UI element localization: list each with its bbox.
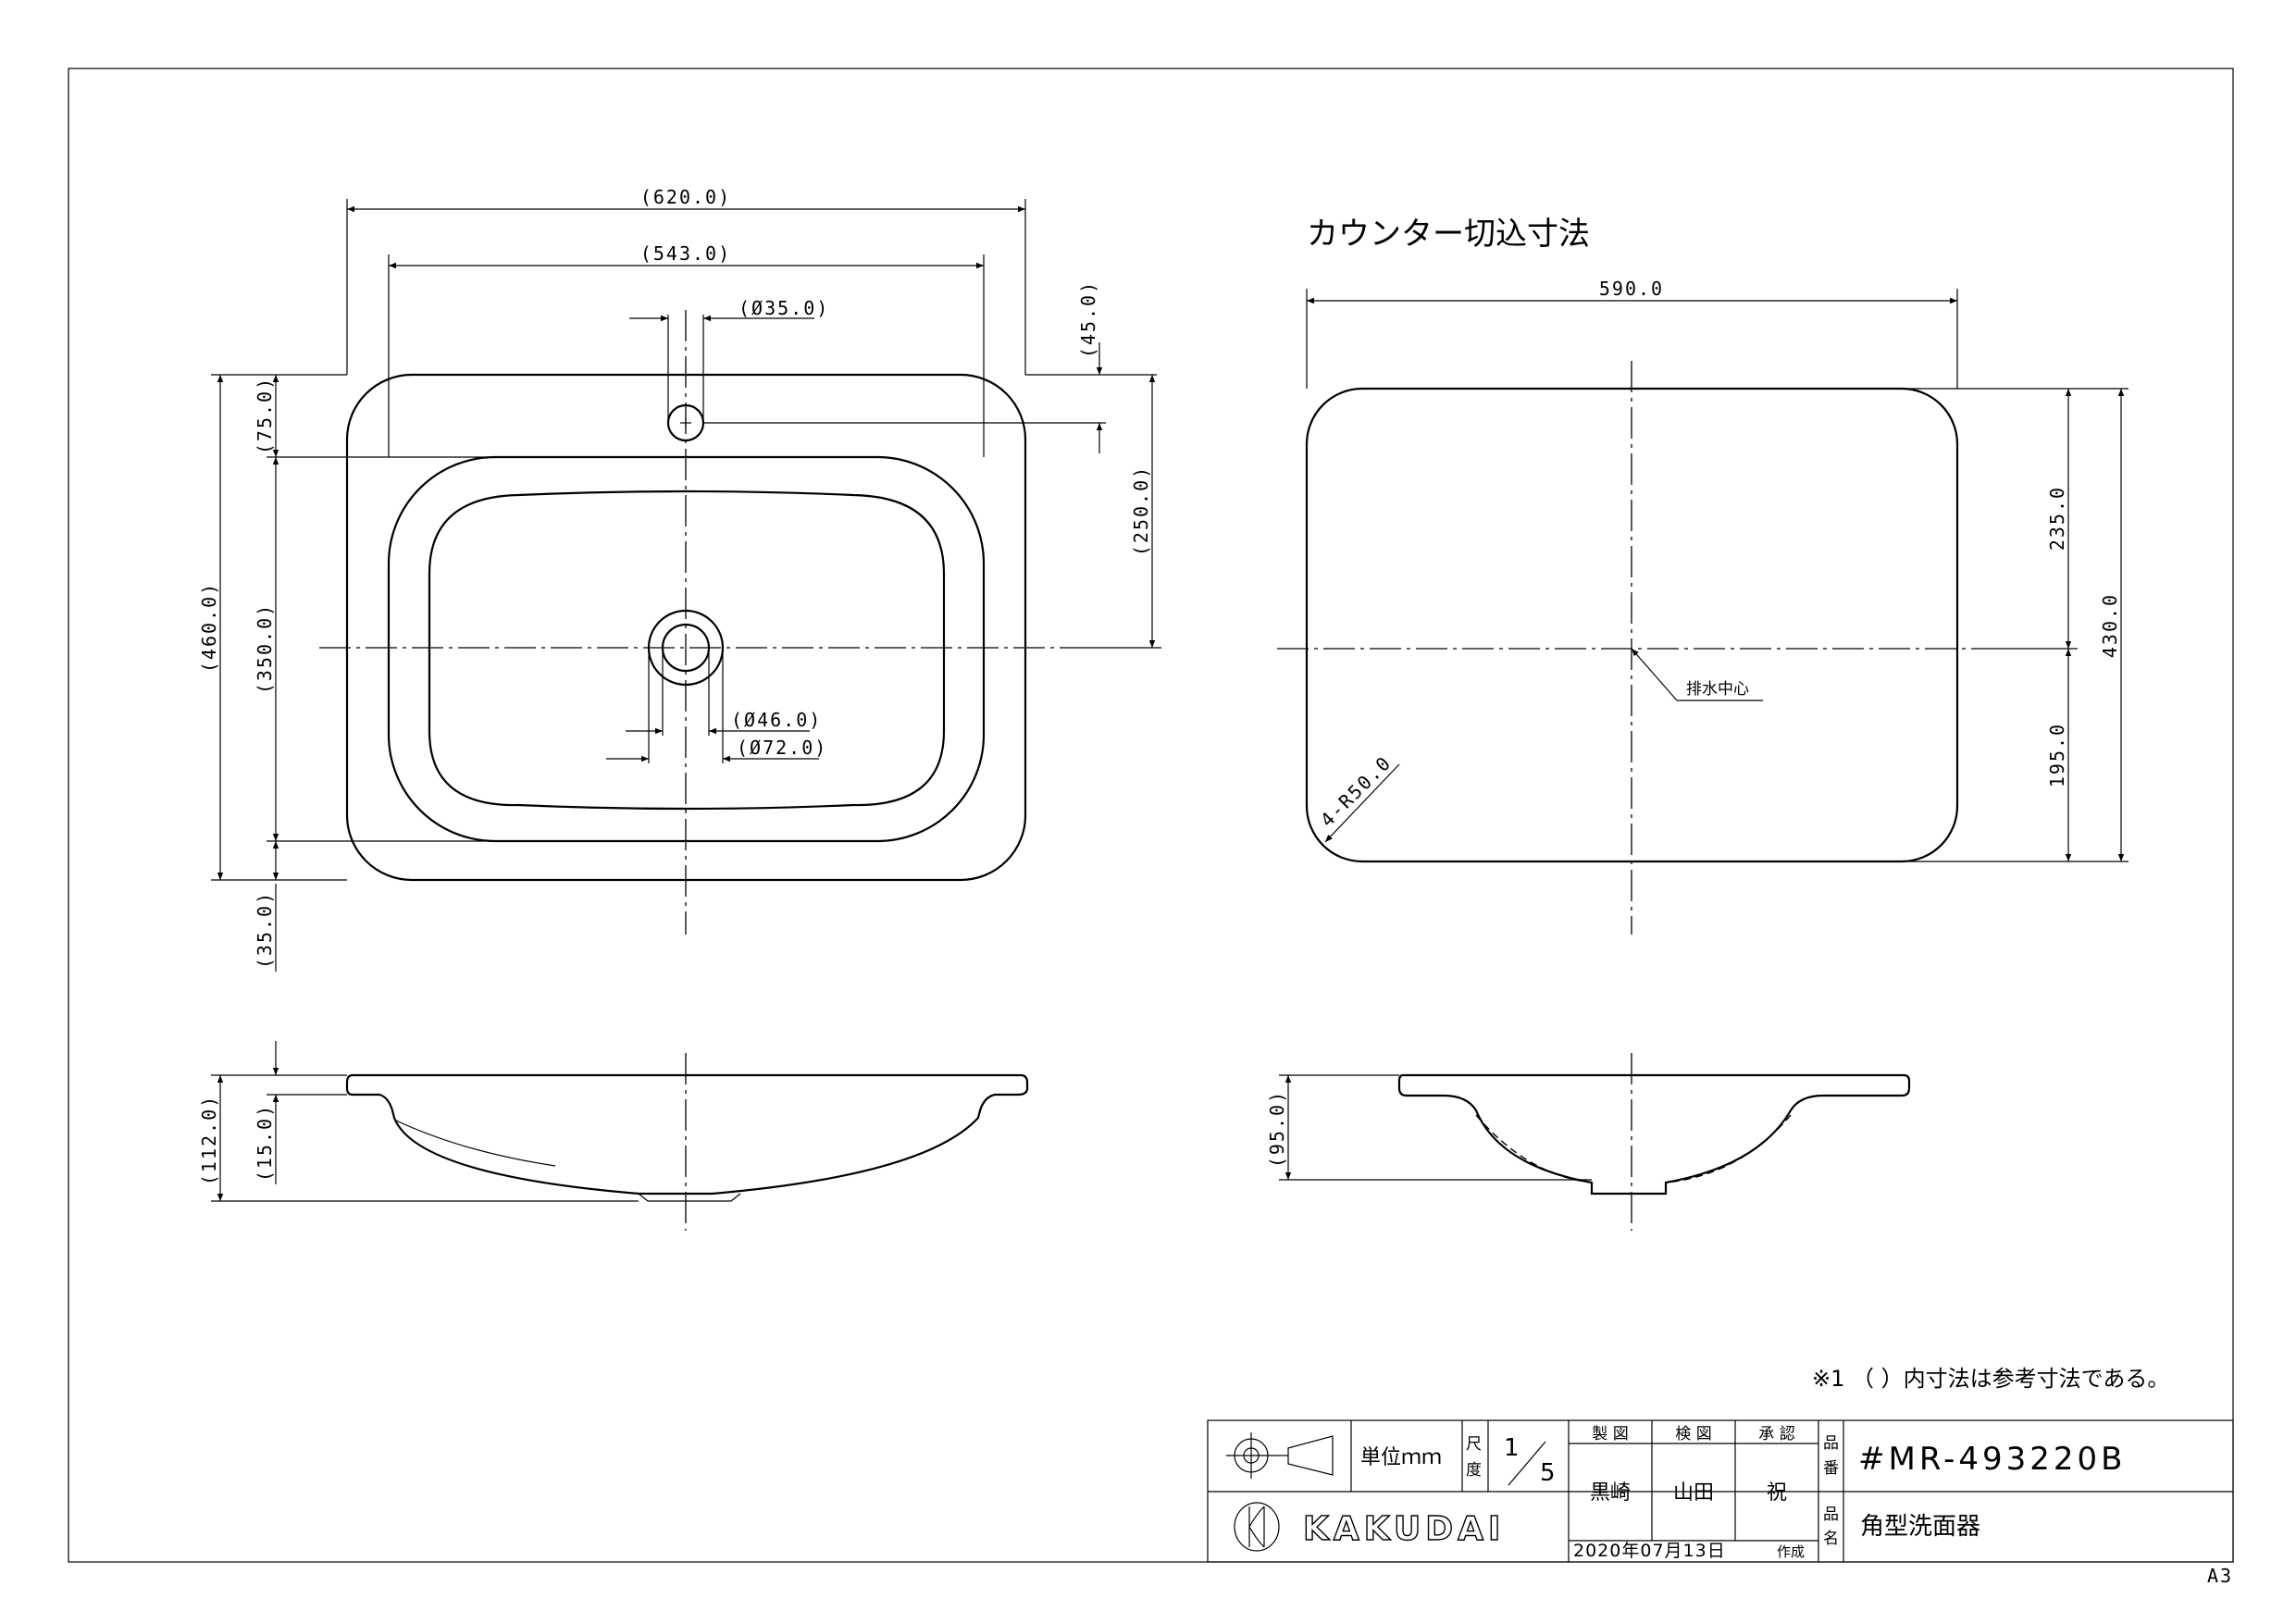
dim-bowl-width: (543.0) (640, 242, 731, 265)
approved-label: 承 認 (1758, 1425, 1794, 1443)
dim-front-rim: (35.0) (254, 891, 276, 969)
side-profile (345, 1073, 1029, 1196)
scale-label-2: 度 (1466, 1461, 1482, 1480)
created-label: 作成 (1777, 1543, 1805, 1560)
scale-num: 1 (1504, 1434, 1520, 1462)
third-angle-projection-icon (1226, 1432, 1334, 1479)
drain-center-label: 排水中心 (1686, 680, 1749, 699)
part-number: #MR-493220B (1858, 1441, 2126, 1478)
dim-cutout-width: 590.0 (1599, 278, 1664, 300)
part-name: 角型洗面器 (1860, 1513, 1980, 1541)
sheet-size: A3 (2207, 1565, 2233, 1587)
dim-drain-inner: (Ø46.0) (731, 709, 822, 731)
dim-back-rim: (75.0) (254, 377, 276, 454)
reference-note: ※1 （ ）内寸法は参考寸法である。 (1812, 1366, 2169, 1392)
dim-faucet-hole: (Ø35.0) (738, 297, 829, 319)
scale-label-1: 尺 (1466, 1435, 1482, 1454)
kakudai-logo-icon (1234, 1502, 1280, 1552)
cutout-side-view: (95.0) (1266, 1053, 1911, 1231)
bowl-inner (428, 489, 946, 811)
plan-view: (620.0) (543.0) (Ø35.0) (45.0) (250.0) (… (198, 186, 1161, 972)
dim-faucet-offset: (45.0) (1077, 280, 1099, 358)
drawn-label: 製 図 (1592, 1425, 1628, 1443)
side-view: (112.0) (15.0) (198, 1041, 1029, 1231)
dim-drain-outer: (Ø72.0) (737, 737, 827, 759)
dim-corner-radius: 4-R50.0 (1316, 751, 1396, 831)
part-name-label-1: 品 (1823, 1505, 1839, 1524)
unit-label: 単位ｍｍ (1360, 1446, 1442, 1469)
created-date: 2020年07月13日 (1573, 1541, 1726, 1561)
scale-den: 5 (1540, 1459, 1556, 1487)
part-no-label-1: 品 (1823, 1434, 1839, 1453)
dim-cutout-depth: 430.0 (2099, 593, 2121, 658)
dim-bowl-depth: (350.0) (254, 603, 276, 694)
cutout-title: カウンター切込寸法 (1307, 216, 1590, 253)
approved-by: 祝 (1767, 1481, 1787, 1505)
cutout-view: カウンター切込寸法 590.0 235.0 195.0 430.0 4-R50.… (1277, 216, 2128, 935)
drawn-by: 黒崎 (1590, 1481, 1631, 1505)
dim-total-height: (112.0) (198, 1095, 220, 1185)
dim-cutout-height: (95.0) (1266, 1090, 1288, 1168)
dim-faucet-to-drain: (250.0) (1130, 465, 1152, 556)
dim-cutout-front: 195.0 (2046, 723, 2068, 787)
dim-overall-width: (620.0) (640, 186, 731, 208)
dim-overall-depth: (460.0) (198, 582, 220, 673)
part-no-label-2: 番 (1823, 1459, 1839, 1478)
title-block: 単位ｍｍ 尺 度 1 5 製 図 検 図 承 認 黒崎 山田 祝 品 番 #MR… (1207, 1419, 2234, 1563)
dim-rim-height: (15.0) (254, 1104, 276, 1182)
dim-cutout-rear: 235.0 (2046, 486, 2068, 551)
checked-by: 山田 (1673, 1481, 1714, 1505)
cutout-side-profile (1397, 1073, 1911, 1196)
part-name-label-2: 名 (1823, 1530, 1839, 1548)
brand-name: KAKUDAI (1303, 1510, 1505, 1548)
checked-label: 検 図 (1675, 1425, 1711, 1443)
sheet-frame (68, 68, 2234, 1563)
